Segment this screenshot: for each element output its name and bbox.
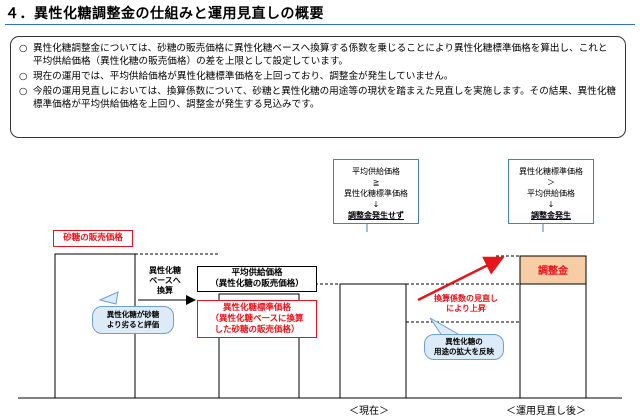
after-line1: 異性化糖標準価格	[519, 167, 583, 176]
current-result: 調整金発生せず	[348, 211, 404, 220]
adjustment-bar	[519, 255, 587, 285]
page-title: ４．異性化糖調整金の仕組みと運用見直しの概要	[5, 6, 324, 22]
summary-text-1: 異性化糖調整金については、砂糖の販売価格に異性化糖ベースへ換算する係数を乗じるこ…	[33, 43, 608, 67]
conversion-label: 異性化糖 ベースへ 換算	[149, 266, 181, 295]
summary-bullet-1: ○ 異性化糖調整金については、砂糖の販売価格に異性化糖ベースへ換算する係数を乗じ…	[19, 42, 617, 68]
after-comparison-box: 異性化糖標準価格 ＞ 平均供給価格 ↓ 調整金発生	[508, 159, 594, 224]
rise-arrow-icon	[417, 256, 505, 302]
bullet-circle-icon: ○	[19, 86, 28, 97]
avg-supply-price-label: 平均供給価格 （異性化糖の販売価格）	[197, 266, 317, 292]
after-axis-label: ＜運用見直し後＞	[506, 406, 586, 417]
summary-bullet-2: ○ 現在の運用では、平均供給価格が異性化糖標準価格を上回っており、調整金が発生し…	[19, 70, 617, 83]
after-operator: ＞	[547, 178, 555, 187]
use-expansion-bubble: 異性化糖の 用途の拡大を反映	[424, 334, 504, 360]
after-line2: 平均供給価格	[527, 189, 575, 198]
after-avg-price-bar	[519, 283, 587, 399]
down-arrow-icon: ↓	[547, 200, 555, 209]
conversion-arrow-icon	[186, 295, 196, 305]
sugar-price-label: 砂糖の販売価格	[53, 230, 133, 247]
title-divider	[5, 24, 635, 25]
summary-text-3: 今般の運用見直しにおいては、換算係数について、砂糖と異性化糖の用途等の現状を踏ま…	[33, 86, 617, 110]
down-arrow-icon: ↓	[372, 200, 380, 209]
summary-text-2: 現在の運用では、平均供給価格が異性化糖標準価格を上回っており、調整金が発生してい…	[33, 71, 454, 82]
adjustment-label: 調整金	[538, 266, 568, 277]
inferior-evaluation-bubble: 異性化糖が砂糖 より劣ると評価	[92, 306, 174, 334]
current-line1: 平均供給価格	[352, 167, 400, 176]
current-axis-label: ＜現在＞	[349, 406, 389, 417]
bubble-tail-1	[98, 291, 119, 305]
bullet-circle-icon: ○	[19, 71, 28, 82]
current-line2: 異性化糖標準価格	[344, 189, 408, 198]
after-result: 調整金発生	[531, 211, 571, 220]
current-avg-price-bar	[339, 283, 407, 399]
current-operator: ≧	[372, 178, 380, 187]
summary-bullet-3: ○ 今般の運用見直しにおいては、換算係数について、砂糖と異性化糖の用途等の現状を…	[19, 85, 617, 111]
summary-box: ○ 異性化糖調整金については、砂糖の販売価格に異性化糖ベースへ換算する係数を乗じ…	[10, 36, 626, 138]
current-comparison-box: 平均供給価格 ≧ 異性化糖標準価格 ↓ 調整金発生せず	[333, 159, 419, 224]
coefficient-review-label: 換算係数の見直し により上昇	[434, 294, 498, 313]
bullet-circle-icon: ○	[19, 43, 28, 54]
standard-price-label: 異性化糖標準価格 （異性化糖ベースに換算 した砂糖の販売価格）	[197, 300, 317, 338]
